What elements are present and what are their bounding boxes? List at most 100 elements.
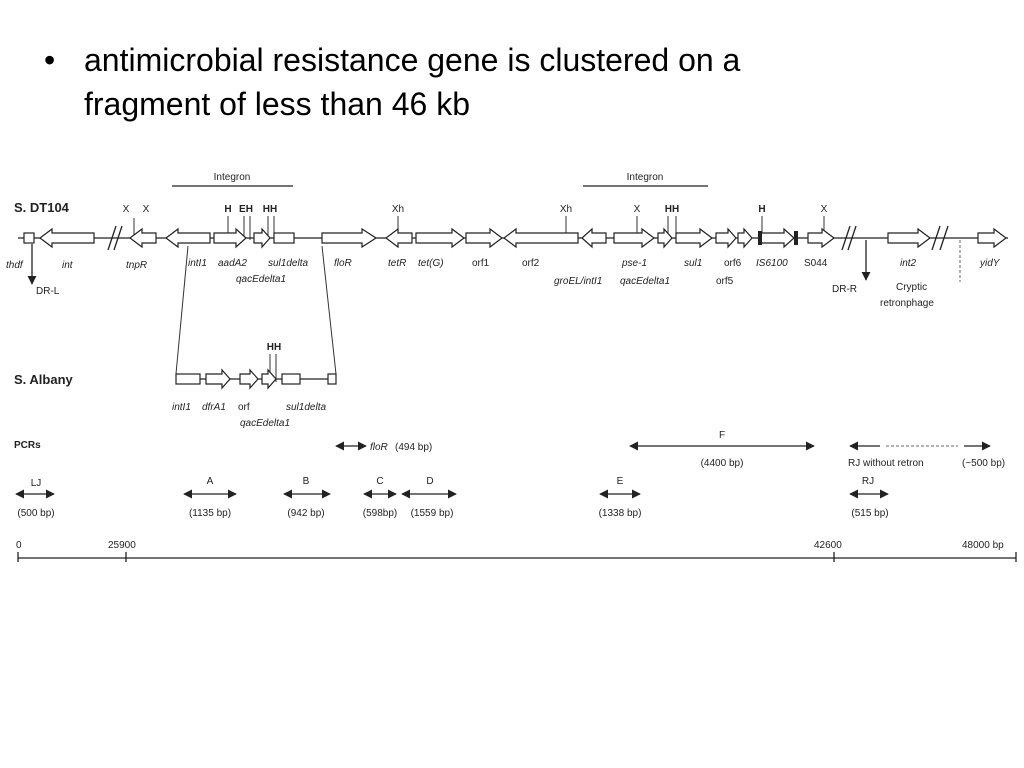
integron-label: Integron <box>214 172 251 183</box>
label-orf1: orf1 <box>472 258 490 269</box>
integron-label: Integron <box>627 172 664 183</box>
label-qacEdelta1-right: qacEdelta1 <box>620 276 670 287</box>
gene-tnpR <box>129 227 157 249</box>
gene-yidY <box>977 227 1007 249</box>
gene-is6100 <box>759 227 795 249</box>
pcr-rj-no-retron: RJ without retron (~500 bp) <box>848 441 1005 469</box>
gene-int <box>39 227 95 249</box>
pcr-rj-no-retron-label: RJ without retron <box>848 458 924 469</box>
bullet-dot: • <box>44 42 56 78</box>
strain-label-dt104: S. DT104 <box>14 200 70 215</box>
label-floR: floR <box>334 258 352 269</box>
gene-orf1 <box>465 227 503 249</box>
label-cryptic-1: Cryptic <box>896 282 927 293</box>
bullet-item: • antimicrobial resistance gene is clust… <box>44 38 984 126</box>
albany-label-dfrA1: dfrA1 <box>202 402 226 413</box>
site-label: X <box>143 204 150 215</box>
pcr-F-size: (4400 bp) <box>701 458 744 469</box>
scale-tick-48000: 48000 bp <box>962 540 1004 551</box>
label-groEL: groEL/intI1 <box>554 276 602 287</box>
gene-floR <box>321 227 378 249</box>
label-is6100: IS6100 <box>756 258 788 269</box>
pcr-D: D (1559 bp) <box>401 476 457 519</box>
pcr-F-label: F <box>719 430 725 441</box>
gene-sul1 <box>675 227 713 249</box>
site-label: H <box>758 204 765 215</box>
gene-qacEdelta1-right <box>657 227 673 249</box>
pcr-A-size: (1135 bp) <box>189 508 231 519</box>
pcr-E: E (1338 bp) <box>599 476 642 519</box>
pcr-LJ-size: (500 bp) <box>17 508 54 519</box>
scale-bar: 0 25900 42600 48000 bp <box>16 540 1017 562</box>
albany-label-intI1: intI1 <box>172 402 191 413</box>
dt104-genes <box>39 227 1007 249</box>
strain-label-albany: S. Albany <box>14 372 74 387</box>
site-label: X <box>634 204 641 215</box>
label-orf5: orf5 <box>716 276 734 287</box>
label-tnpR: tnpR <box>126 260 147 271</box>
label-cryptic-2: retronphage <box>880 298 934 309</box>
label-orf2: orf2 <box>522 258 540 269</box>
pcr-RJ-size: (515 bp) <box>851 508 888 519</box>
pcr-B-label: B <box>303 476 310 487</box>
label-qacEdelta1: qacEdelta1 <box>236 274 286 285</box>
gene-tetG <box>415 227 465 249</box>
label-tetR: tetR <box>388 258 406 269</box>
label-sul1delta: sul1delta <box>268 258 308 269</box>
label-aadA2: aadA2 <box>218 258 247 269</box>
label-s044: S044 <box>804 258 828 269</box>
label-dr-r: DR-R <box>832 284 857 295</box>
albany-label-orf: orf <box>238 402 250 413</box>
pcr-section: PCRs floR (494 bp) F (4400 bp) RJ withou… <box>14 430 1005 519</box>
integron-bracket-right: Integron <box>583 172 708 187</box>
pcr-B: B (942 bp) <box>283 476 331 519</box>
expansion-lines <box>175 245 337 375</box>
albany-genes <box>175 368 337 390</box>
gene-aadA2 <box>213 227 247 249</box>
pcr-floR-size: (494 bp) <box>395 442 432 453</box>
label-sul1: sul1 <box>684 258 702 269</box>
pcr-E-size: (1338 bp) <box>599 508 642 519</box>
label-pse1: pse-1 <box>621 258 647 269</box>
pcr-B-size: (942 bp) <box>287 508 324 519</box>
site-label: HH <box>263 204 277 215</box>
site-label: EH <box>239 204 253 215</box>
label-yidY: yidY <box>979 258 1001 269</box>
gene-orf2 <box>503 227 579 249</box>
pcr-RJ: RJ (515 bp) <box>849 476 889 519</box>
albany-label-qacEdelta1: qacEdelta1 <box>240 418 290 429</box>
site-label: X <box>821 204 828 215</box>
pcr-LJ: LJ (500 bp) <box>15 478 55 519</box>
albany-gene-sul1delta <box>281 373 301 385</box>
pcr-rj-no-retron-size: (~500 bp) <box>962 458 1005 469</box>
site-label: HH <box>665 204 679 215</box>
pcr-label: PCRs <box>14 440 41 451</box>
albany-gene-qacEdelta1 <box>261 368 277 390</box>
label-orf6: orf6 <box>724 258 742 269</box>
pcr-RJ-label: RJ <box>862 476 874 487</box>
gene-sul1delta <box>273 232 295 244</box>
scale-tick-25900: 25900 <box>108 540 136 551</box>
gene-orf5 <box>715 227 737 249</box>
bullet-text-line-1: antimicrobial resistance gene is cluster… <box>84 42 741 78</box>
integron-bracket-left: Integron <box>172 172 293 187</box>
pcr-LJ-label: LJ <box>31 478 42 489</box>
bullet-text: antimicrobial resistance gene is cluster… <box>84 38 740 126</box>
site-label: HH <box>267 342 281 353</box>
scale-tick-0: 0 <box>16 540 22 551</box>
label-int: int <box>62 260 74 271</box>
pcr-D-label: D <box>426 476 433 487</box>
label-dr-l: DR-L <box>36 286 60 297</box>
pcr-C-size: (598bp) <box>363 508 397 519</box>
gene-int2 <box>887 227 931 249</box>
gene-orf6 <box>737 227 753 249</box>
pcr-C: C (598bp) <box>363 476 397 519</box>
scale-tick-42600: 42600 <box>814 540 842 551</box>
pcr-A: A (1135 bp) <box>183 476 237 519</box>
pcr-C-label: C <box>376 476 383 487</box>
pcr-E-label: E <box>617 476 624 487</box>
albany-gene-intI1 <box>175 373 201 385</box>
albany-gene-orf <box>239 368 259 390</box>
pcr-F: F (4400 bp) <box>629 430 815 469</box>
